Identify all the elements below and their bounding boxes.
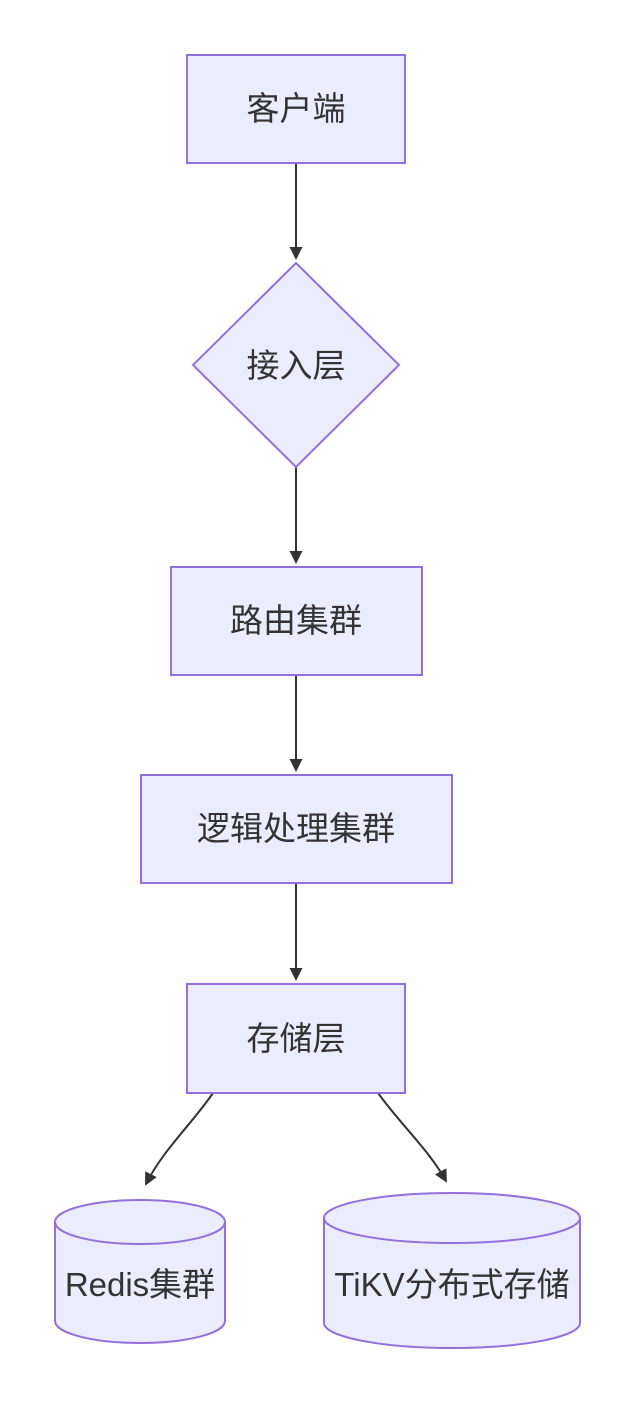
client-label: 客户端 <box>247 90 346 127</box>
logic-label: 逻辑处理集群 <box>197 810 395 847</box>
redis-cylinder <box>54 1199 226 1344</box>
edge-line <box>145 1092 214 1186</box>
access-label: 接入层 <box>247 347 346 384</box>
edge-storage-tikv <box>377 1092 447 1183</box>
node-logic: 逻辑处理集群 <box>140 774 453 884</box>
routing-label: 路由集群 <box>230 602 362 639</box>
edge-storage-redis <box>145 1092 214 1186</box>
node-redis: Redis集群 <box>54 1199 226 1344</box>
storage-label: 存储层 <box>247 1020 346 1057</box>
storage-box <box>186 983 406 1094</box>
tikv-label: TiKV分布式存储 <box>334 1266 569 1303</box>
node-access: 接入层 <box>191 261 401 469</box>
edge-line <box>377 1092 447 1183</box>
logic-box <box>140 774 453 884</box>
node-tikv: TiKV分布式存储 <box>323 1192 581 1349</box>
tikv-cylinder <box>323 1192 581 1349</box>
redis-label: Redis集群 <box>65 1266 215 1303</box>
node-client: 客户端 <box>186 54 406 164</box>
node-routing: 路由集群 <box>170 566 423 676</box>
tikv-cylinder-rim <box>323 1217 581 1244</box>
node-storage: 存储层 <box>186 983 406 1094</box>
redis-cylinder-rim <box>54 1221 226 1245</box>
routing-box <box>170 566 423 676</box>
client-box <box>186 54 406 164</box>
access-diamond <box>191 261 401 469</box>
